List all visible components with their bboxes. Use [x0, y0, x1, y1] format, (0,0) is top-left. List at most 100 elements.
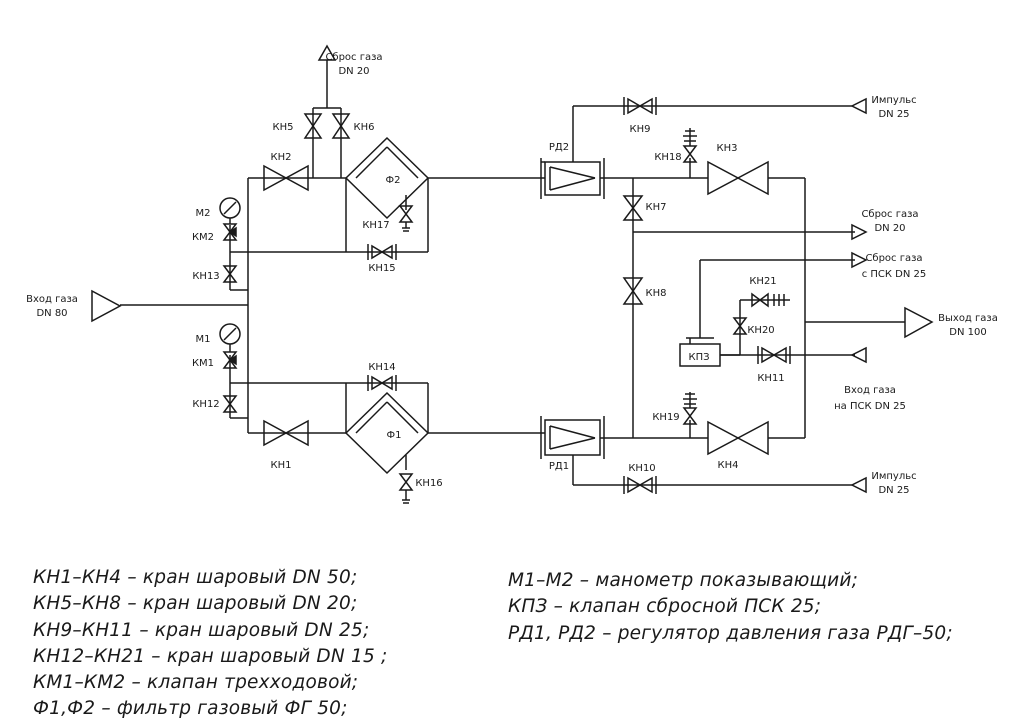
tag-kn15: КН15 — [368, 263, 395, 274]
outlet-label-2: DN 100 — [949, 327, 986, 338]
tag-kn8: КН8 — [646, 288, 667, 299]
tag-kn2: КН2 — [271, 152, 292, 163]
tag-kn7: КН7 — [646, 202, 667, 213]
valve-kn3[interactable] — [707, 160, 769, 196]
valve-kn14[interactable] — [367, 375, 397, 391]
filters — [344, 136, 430, 475]
tag-m2: М2 — [196, 208, 211, 219]
impulse-bottom-label-2: DN 25 — [878, 485, 909, 496]
valve-kn17[interactable] — [398, 205, 414, 232]
relief-valve-kpz — [679, 337, 721, 367]
valve-kn18[interactable] — [682, 128, 698, 163]
tag-kn20: КН20 — [747, 325, 774, 336]
vent-right-arrow — [851, 223, 868, 241]
regulator-rd1 — [540, 416, 605, 459]
valve-kn19[interactable] — [682, 392, 698, 425]
outlet-arrow — [904, 306, 934, 339]
legend-item: Ф1,Ф2 – фильтр газовый ФГ 50; — [33, 698, 348, 720]
tag-kn6: КН6 — [354, 122, 375, 133]
tag-kn13: КН13 — [192, 271, 219, 282]
tag-kn9: КН9 — [630, 124, 651, 135]
vent-top-label-1: Сброс газа — [325, 52, 382, 63]
ball-valves — [222, 97, 791, 504]
tag-kpz: КПЗ — [688, 352, 709, 363]
valve-kn4[interactable] — [707, 420, 769, 456]
impulse-bottom-label-1: Импульс — [871, 471, 916, 482]
valve-kn21[interactable] — [751, 292, 790, 308]
impulse-top-arrow — [850, 97, 867, 115]
valve-kn9[interactable] — [623, 97, 657, 115]
valve-kn6[interactable] — [331, 113, 351, 139]
vent-top-arrow — [317, 44, 337, 61]
impulse-bottom-arrow — [850, 476, 867, 494]
filter-f1 — [344, 391, 430, 475]
regulator-rd2 — [540, 158, 605, 199]
tag-kn10: КН10 — [628, 463, 655, 474]
tag-km2: КМ2 — [192, 232, 214, 243]
inlet-arrow — [91, 289, 122, 323]
valve-kn7[interactable] — [622, 195, 644, 221]
legend-right: М1–М2 – манометр показывающий; КПЗ – кла… — [508, 568, 953, 647]
legend-item: М1–М2 – манометр показывающий; — [508, 570, 859, 591]
valve-kn20[interactable] — [732, 317, 748, 335]
tag-kn1: КН1 — [271, 460, 292, 471]
inlet-psk-label-1: Вход газа — [844, 385, 896, 396]
tag-km1: КМ1 — [192, 358, 214, 369]
pipelines — [120, 60, 905, 486]
vent-psk-label-1: Сброс газа — [865, 253, 922, 264]
tag-kn16: КН16 — [415, 478, 442, 489]
outlet-label-1: Выход газа — [938, 313, 998, 324]
tag-kn11: КН11 — [757, 373, 784, 384]
tag-kn3: КН3 — [717, 143, 738, 154]
tag-kn21: КН21 — [749, 276, 776, 287]
tag-kn12: КН12 — [192, 399, 219, 410]
legend-item: КН1–КН4 – кран шаровый DN 50; — [33, 567, 358, 588]
regulators — [540, 158, 721, 459]
legend-item: РД1, РД2 – регулятор давления газа РДГ–5… — [508, 622, 953, 644]
inlet-psk-arrow — [850, 346, 867, 364]
vent-right-label-2: DN 20 — [874, 223, 905, 234]
legend-item: КН12–КН21 – кран шаровый DN 15 ; — [33, 645, 388, 667]
component-tags: КН5 КН6 КН2 КН1 М2 КМ2 КН13 М1 КМ1 КН12 … — [192, 122, 785, 489]
legend-item: КМ1–КМ2 – клапан трехходовой; — [33, 672, 359, 694]
tag-kn18: КН18 — [654, 152, 681, 163]
tag-kn14: КН14 — [368, 362, 395, 373]
inlet-label-2: DN 80 — [36, 308, 67, 319]
inlet-psk-label-2: на ПСК DN 25 — [834, 401, 906, 412]
valve-kn5[interactable] — [303, 113, 323, 139]
vent-top-label-2: DN 20 — [338, 66, 369, 77]
legend-left: КН1–КН4 – кран шаровый DN 50; КН5–КН8 – … — [33, 565, 387, 723]
port-arrows — [91, 44, 934, 494]
tag-kn5: КН5 — [273, 122, 294, 133]
tag-kn4: КН4 — [718, 460, 739, 471]
inlet-label-1: Вход газа — [26, 294, 78, 305]
valve-kn8[interactable] — [622, 277, 644, 305]
valve-kn1[interactable] — [263, 419, 309, 447]
filter-f2 — [344, 136, 430, 220]
vent-psk-label-2: с ПСК DN 25 — [862, 269, 927, 280]
tag-f1: Ф1 — [387, 430, 402, 441]
vent-psk-arrow — [851, 251, 868, 269]
valve-kn16[interactable] — [398, 473, 414, 504]
gauge-m2 — [219, 197, 241, 224]
valve-kn15[interactable] — [367, 244, 397, 260]
tag-rd1: РД1 — [549, 461, 569, 472]
valve-kn13[interactable] — [222, 265, 238, 283]
impulse-top-label-1: Импульс — [871, 95, 916, 106]
legend-item: КН5–КН8 – кран шаровый DN 20; — [33, 593, 358, 615]
valve-kn11[interactable] — [757, 346, 791, 364]
valve-kn2[interactable] — [263, 164, 309, 192]
valve-kn10[interactable] — [623, 476, 657, 494]
tag-rd2: РД2 — [549, 142, 569, 153]
tag-kn19: КН19 — [652, 412, 679, 423]
valve-kn12[interactable] — [222, 395, 238, 413]
vent-right-label-1: Сброс газа — [861, 209, 918, 220]
tag-kn17: КН17 — [362, 220, 389, 231]
gauges — [219, 197, 241, 352]
tag-m1: М1 — [196, 334, 211, 345]
legend-item: КПЗ – клапан сбросной ПСК 25; — [508, 596, 822, 618]
port-labels: Вход газа DN 80 Выход газа DN 100 Сброс … — [26, 52, 998, 496]
impulse-top-label-2: DN 25 — [878, 109, 909, 120]
legend-item: КН9–КН11 – кран шаровый DN 25; — [33, 619, 370, 641]
